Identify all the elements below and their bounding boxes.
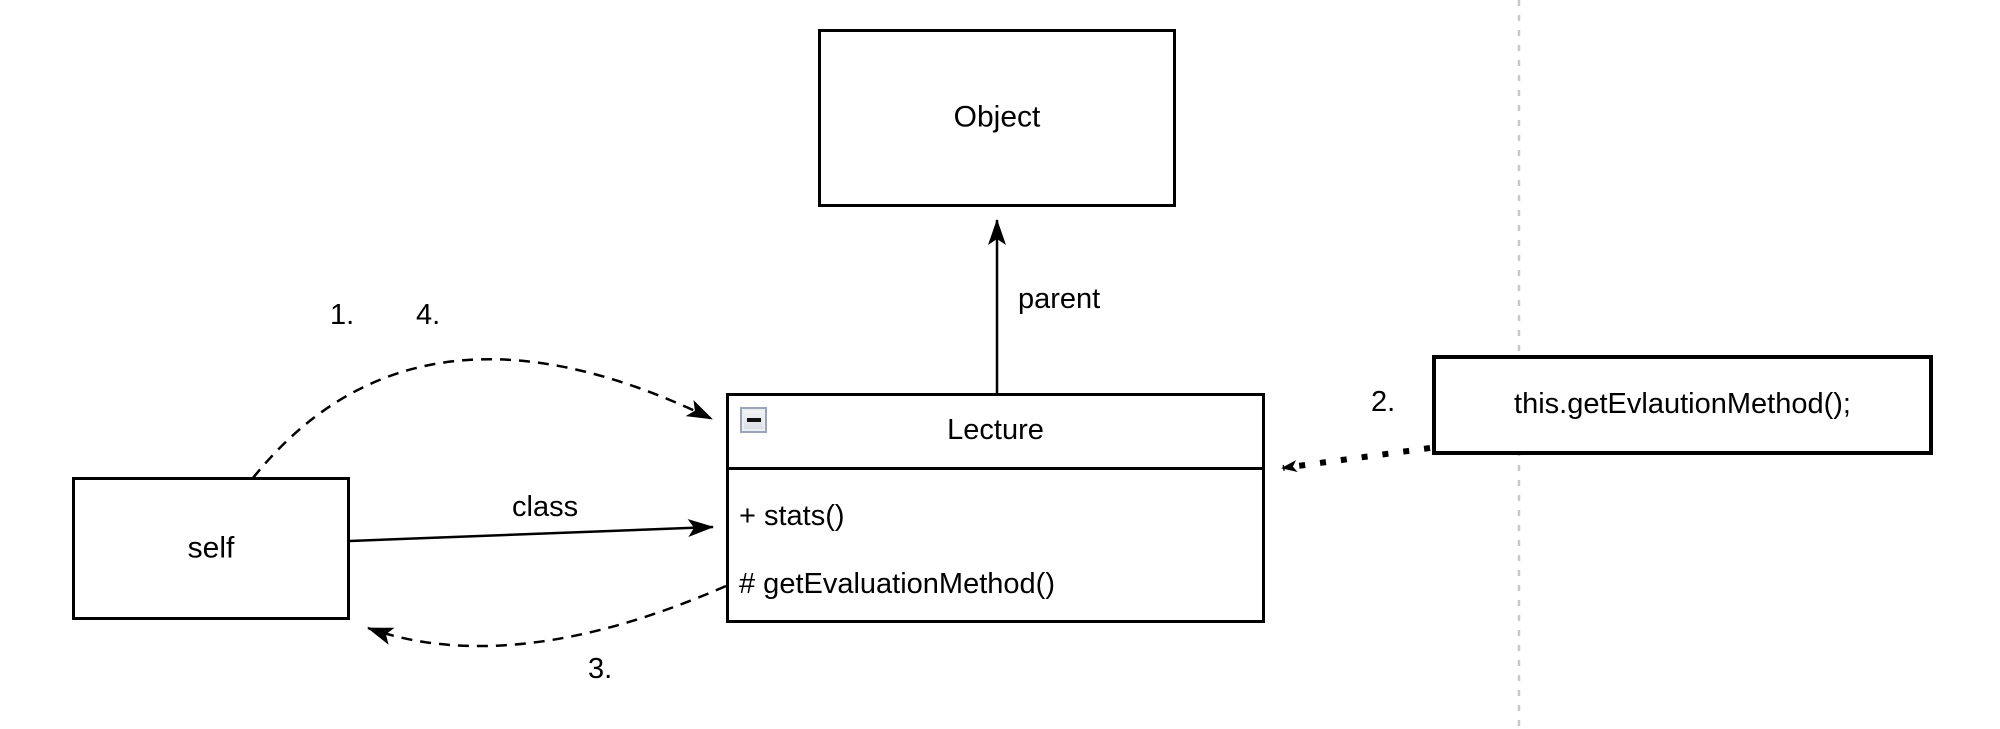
method-get-evaluation-method: # getEvaluationMethod() (739, 568, 1055, 600)
collapse-minus-button[interactable] (740, 407, 767, 433)
method-stats: + stats() (739, 500, 845, 532)
lecture-title: Lecture (947, 413, 1044, 446)
self-object-label: self (187, 530, 235, 564)
self-object-box: self (72, 477, 350, 620)
step2-label: 2. (1371, 386, 1396, 418)
code-snippet-box: this.getEvlautionMethod(); (1432, 355, 1933, 455)
code-snippet-label: this.getEvlautionMethod(); (1514, 387, 1851, 420)
lecture-class-box: Lecture + stats() # getEvaluationMethod(… (726, 393, 1265, 623)
step2-dotted-arrow (1281, 445, 1431, 473)
object-class-label: Object (953, 100, 1041, 134)
step4-label: 4. (416, 299, 441, 331)
lecture-methods-section: + stats() # getEvaluationMethod() (729, 470, 1262, 623)
step1-label: 1. (330, 299, 355, 331)
class-arrow (349, 518, 714, 543)
object-class-box: Object (818, 29, 1176, 207)
parent-edge-label: parent (1018, 283, 1101, 315)
lecture-header: Lecture (729, 396, 1262, 470)
minus-icon (746, 418, 761, 422)
class-edge-label: class (512, 491, 579, 523)
step1-4-dashed-arc (252, 357, 713, 479)
step3-dashed-arc (367, 584, 727, 648)
step3-label: 3. (588, 653, 613, 685)
